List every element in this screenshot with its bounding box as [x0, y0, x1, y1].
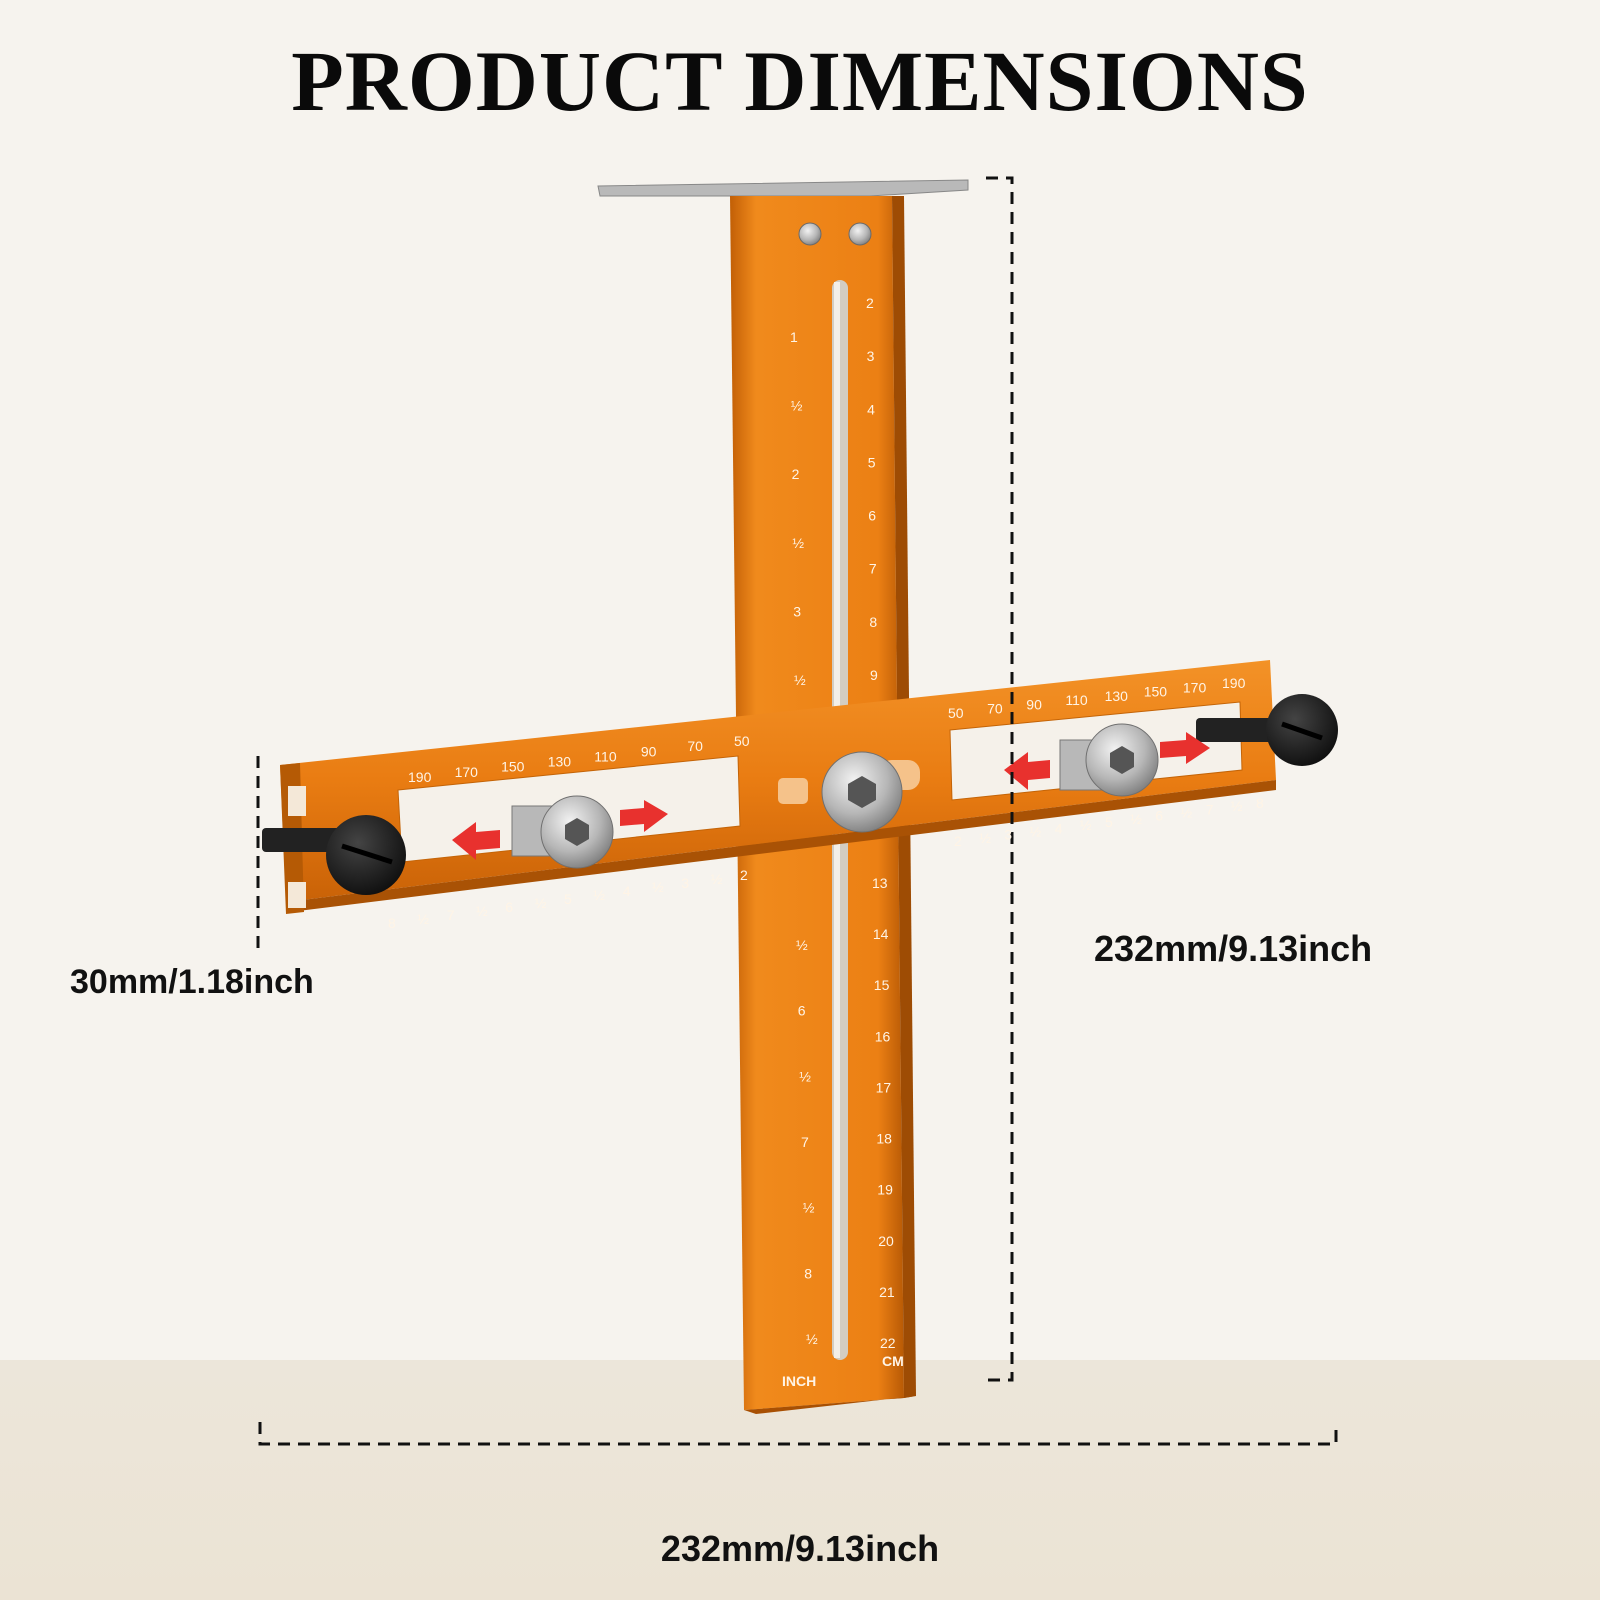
ruler-tick-label: 4 [623, 883, 631, 899]
ruler-tick-label: 7 [869, 561, 877, 577]
ruler-tick-label: 6 [798, 1003, 806, 1019]
ruler-tick-label: 70 [687, 738, 703, 754]
ruler-tick-label: 130 [548, 754, 572, 770]
ruler-tick-label: 6 [505, 899, 513, 915]
ruler-tick-label: 8 [804, 1265, 812, 1281]
ruler-tick-label: ½ [535, 895, 547, 911]
ruler-tick-label: 50 [734, 733, 750, 749]
ruler-tick-label: ½ [792, 535, 804, 551]
ruler-tick-label: ½ [476, 903, 488, 919]
ruler-tick-label: 150 [1144, 684, 1168, 700]
inch-label: INCH [782, 1373, 816, 1389]
ruler-tick-label: 6 [1155, 808, 1163, 824]
ruler-tick-label: 170 [1183, 679, 1207, 695]
ruler-tick-label: ½ [593, 887, 605, 903]
ruler-tick-label: 190 [1222, 675, 1246, 691]
ruler-tick-label: ½ [1030, 824, 1042, 840]
ruler-tick-label: 8 [869, 614, 877, 630]
left-thumb-knob [262, 815, 406, 895]
ruler-tick-label: 50 [948, 705, 964, 721]
width-label: 232mm/9.13inch [660, 1528, 940, 1569]
height-dim-line [986, 176, 1014, 1382]
ruler-tick-label: 15 [874, 977, 890, 993]
ruler-tick-label: 70 [987, 701, 1003, 717]
ruler-tick-label: 190 [408, 769, 432, 785]
ruler-tick-label: 150 [501, 759, 525, 775]
ruler-tick-label: 110 [1065, 692, 1088, 708]
ruler-tick-label: ½ [1080, 817, 1092, 833]
ruler-tick-label: ½ [1130, 811, 1142, 827]
ruler-tick-label: 2 [792, 466, 800, 482]
ruler-tick-label: ½ [711, 871, 723, 887]
ruler-tick-label: 3 [793, 603, 801, 619]
width-dim-line [258, 1422, 1338, 1446]
ruler-tick-label: 1 [790, 329, 798, 345]
ruler-tick-label: 6 [868, 508, 876, 524]
height-label: 232mm/9.13inch [1094, 928, 1373, 969]
ruler-tick-label: 2 [954, 833, 962, 849]
ruler-tick-label: ½ [1231, 798, 1243, 814]
right-thumb-knob [1196, 694, 1338, 766]
ruler-tick-label: ½ [417, 911, 429, 927]
ruler-tick-label: 22 [880, 1335, 896, 1351]
ruler-tick-label: ½ [803, 1200, 815, 1216]
ruler-tick-label: 14 [873, 926, 889, 942]
ruler-tick-label: 5 [868, 454, 876, 470]
center-bolt [821, 751, 903, 833]
page-title: PRODUCT DIMENSIONS [291, 33, 1309, 129]
ruler-tick-label: 7 [447, 907, 455, 923]
ruler-tick-label: 20 [878, 1233, 894, 1249]
ruler-tick-label: ½ [652, 879, 664, 895]
ruler-tick-label: 7 [1206, 801, 1214, 817]
dimension-lines [256, 176, 1338, 1446]
ruler-tick-label: 2 [740, 867, 748, 883]
ruler-tick-label: 21 [879, 1284, 895, 1300]
ruler-tick-label: 5 [564, 891, 572, 907]
ruler-tick-label: 8 [388, 915, 396, 931]
ruler-tick-label: 13 [872, 875, 888, 891]
steel-stop-plate [597, 179, 969, 197]
ruler-tick-label: 3 [681, 875, 689, 891]
ruler-tick-label: 18 [876, 1131, 892, 1147]
ruler-tick-label: 9 [870, 667, 878, 683]
ruler-tick-label: 170 [455, 764, 479, 780]
ruler-tick-label: 7 [801, 1134, 809, 1150]
ruler-tick-label: ½ [791, 398, 803, 414]
ruler-tick-label: 8 [1256, 795, 1264, 811]
ruler-tick-label: 16 [875, 1028, 891, 1044]
ruler-tick-label: ½ [1181, 805, 1193, 821]
right-arrows [1004, 732, 1210, 790]
ruler-tick-label: 4 [1055, 820, 1063, 836]
ruler-tick-label: ½ [794, 672, 806, 688]
ruler-tick-label: 4 [867, 401, 875, 417]
ruler-tick-label: ½ [979, 830, 991, 846]
right-slider-block [1059, 723, 1159, 797]
ruler-tick-label: 90 [641, 743, 657, 759]
left-slider-block [511, 795, 614, 869]
ruler-tick-label: ½ [799, 1068, 811, 1084]
ruler-tick-label: 110 [594, 748, 617, 764]
ruler-tick-label: ½ [796, 937, 808, 953]
ruler-tick-label: 2 [866, 295, 874, 311]
ruler-tick-label: 90 [1026, 696, 1042, 712]
ruler-tick-label: 3 [867, 348, 875, 364]
left-arrows [452, 800, 668, 860]
ruler-tick-label: 17 [876, 1079, 892, 1095]
cm-label: CM [882, 1353, 904, 1369]
ruler-tick-label: 19 [877, 1182, 893, 1198]
thickness-label: 30mm/1.18inch [70, 963, 314, 1001]
ruler-tick-label: 130 [1105, 688, 1129, 704]
ruler-tick-label: 3 [1004, 827, 1012, 843]
ruler-tick-label: 5 [1105, 814, 1113, 830]
ruler-tick-label: ½ [806, 1331, 818, 1347]
